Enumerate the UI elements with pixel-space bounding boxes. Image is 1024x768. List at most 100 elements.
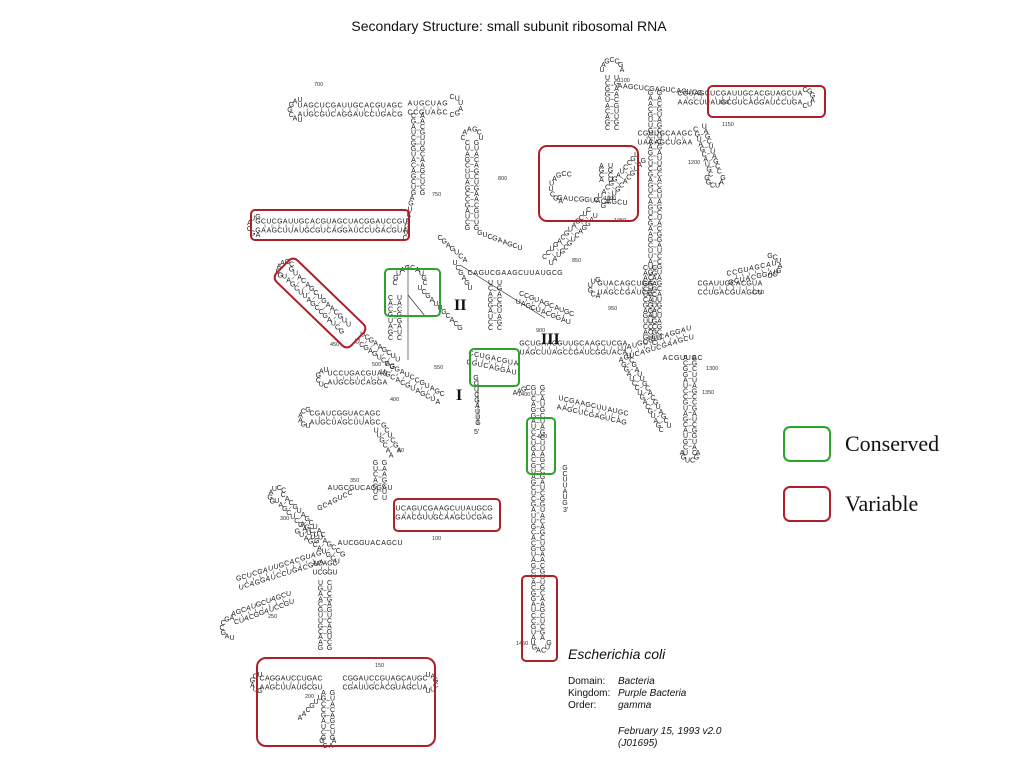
nucleotide: C [626,174,631,181]
nucleotide: C [601,198,606,205]
nucleotide: A [531,418,536,425]
nucleotide: G [370,411,375,418]
position-number: 650 [720,100,729,106]
nucleotide: U [425,672,430,679]
nucleotide: G [450,246,455,253]
nucleotide: A [260,685,265,692]
base-pair [402,376,405,380]
nucleotide: C [727,100,732,107]
nucleotide: U [657,297,662,304]
nucleotide: G [648,281,653,288]
nucleotide: A [692,383,697,390]
nucleotide: U [531,574,536,581]
nucleotide: A [605,199,610,206]
nucleotide: U [740,277,745,284]
nucleotide: A [491,356,496,363]
nucleotide: A [231,611,236,618]
nucleotide: C [373,472,378,479]
position-number: 700 [314,82,323,88]
nucleotide: A [301,512,306,519]
nucleotide: C [560,234,565,241]
nucleotide: G [379,437,384,444]
nucleotide: G [683,417,688,424]
nucleotide: A [450,515,455,522]
nucleotide: A [749,266,754,273]
nucleotide: C [411,179,416,186]
nucleotide: C [318,629,323,636]
nucleotide: C [614,125,619,132]
nucleotide: G [600,414,605,421]
position-number: 250 [268,614,277,620]
nucleotide: G [648,302,653,309]
nucleotide: G [648,150,653,157]
nucleotide: A [648,177,653,184]
nucleotide: U [652,335,657,342]
nucleotide: U [413,101,418,108]
nucleotide: G [465,202,470,209]
nucleotide: G [492,236,497,243]
nucleotide: G [657,324,662,331]
nucleotide: A [305,282,310,289]
nucleotide: G [255,214,260,221]
page-title: Secondary Structure: small subunit ribos… [351,18,667,34]
nucleotide: U [541,350,546,357]
nucleotide: C [643,297,648,304]
nucleotide: A [575,399,580,406]
nucleotide: A [281,676,286,683]
nucleotide: G [642,281,647,288]
nucleotide: G [372,351,377,358]
nucleotide: A [648,232,653,239]
nucleotide: U [637,140,642,147]
nucleotide: U [333,380,338,387]
nucleotide: C [751,274,756,281]
nucleotide: C [488,286,493,293]
nucleotide: C [369,676,374,683]
nucleotide: G [657,123,662,130]
nucleotide: C [487,234,492,241]
nucleotide: A [488,308,493,315]
nucleotide: A [558,198,563,205]
nucleotide: C [364,335,369,342]
nucleotide: G [507,241,512,248]
nucleotide: C [309,528,314,535]
nucleotide: U [317,294,322,301]
nucleotide: C [364,112,369,119]
nucleotide: G [553,196,558,203]
nucleotide: U [657,313,662,320]
nucleotide: A [366,380,371,387]
nucleotide: A [540,557,545,564]
nucleotide: G [530,350,535,357]
meta-value: gamma [618,700,652,711]
nucleotide: C [605,108,610,115]
nucleotide: C [497,357,502,364]
nucleotide: C [518,270,523,277]
nucleotide: U [388,318,393,325]
nucleotide: G [260,578,265,585]
nucleotide: U [743,267,748,274]
nucleotide: A [648,199,653,206]
meta-key: Kingdom: [568,688,611,699]
nucleotide: G [521,387,526,394]
nucleotide: A [327,317,332,324]
nucleotide: C [573,408,578,415]
nucleotide: C [310,228,315,235]
nucleotide: C [294,518,299,525]
nucleotide: U [708,290,713,297]
nucleotide: C [569,311,574,318]
nucleotide: A [246,605,251,612]
nucleotide: G [420,391,425,398]
nucleotide: G [390,685,395,692]
nucleotide: A [388,324,393,331]
nucleotide: C [359,103,364,110]
nucleotide: A [531,579,536,586]
nucleotide: G [699,91,704,98]
nucleotide: U [317,695,322,702]
nucleotide: G [562,500,567,507]
nucleotide: U [519,350,524,357]
nucleotide: C [483,363,488,370]
base-pair [382,353,385,357]
nucleotide: A [401,515,406,522]
nucleotide: C [359,342,364,349]
nucleotide: G [648,337,653,344]
base-pair [640,386,644,389]
